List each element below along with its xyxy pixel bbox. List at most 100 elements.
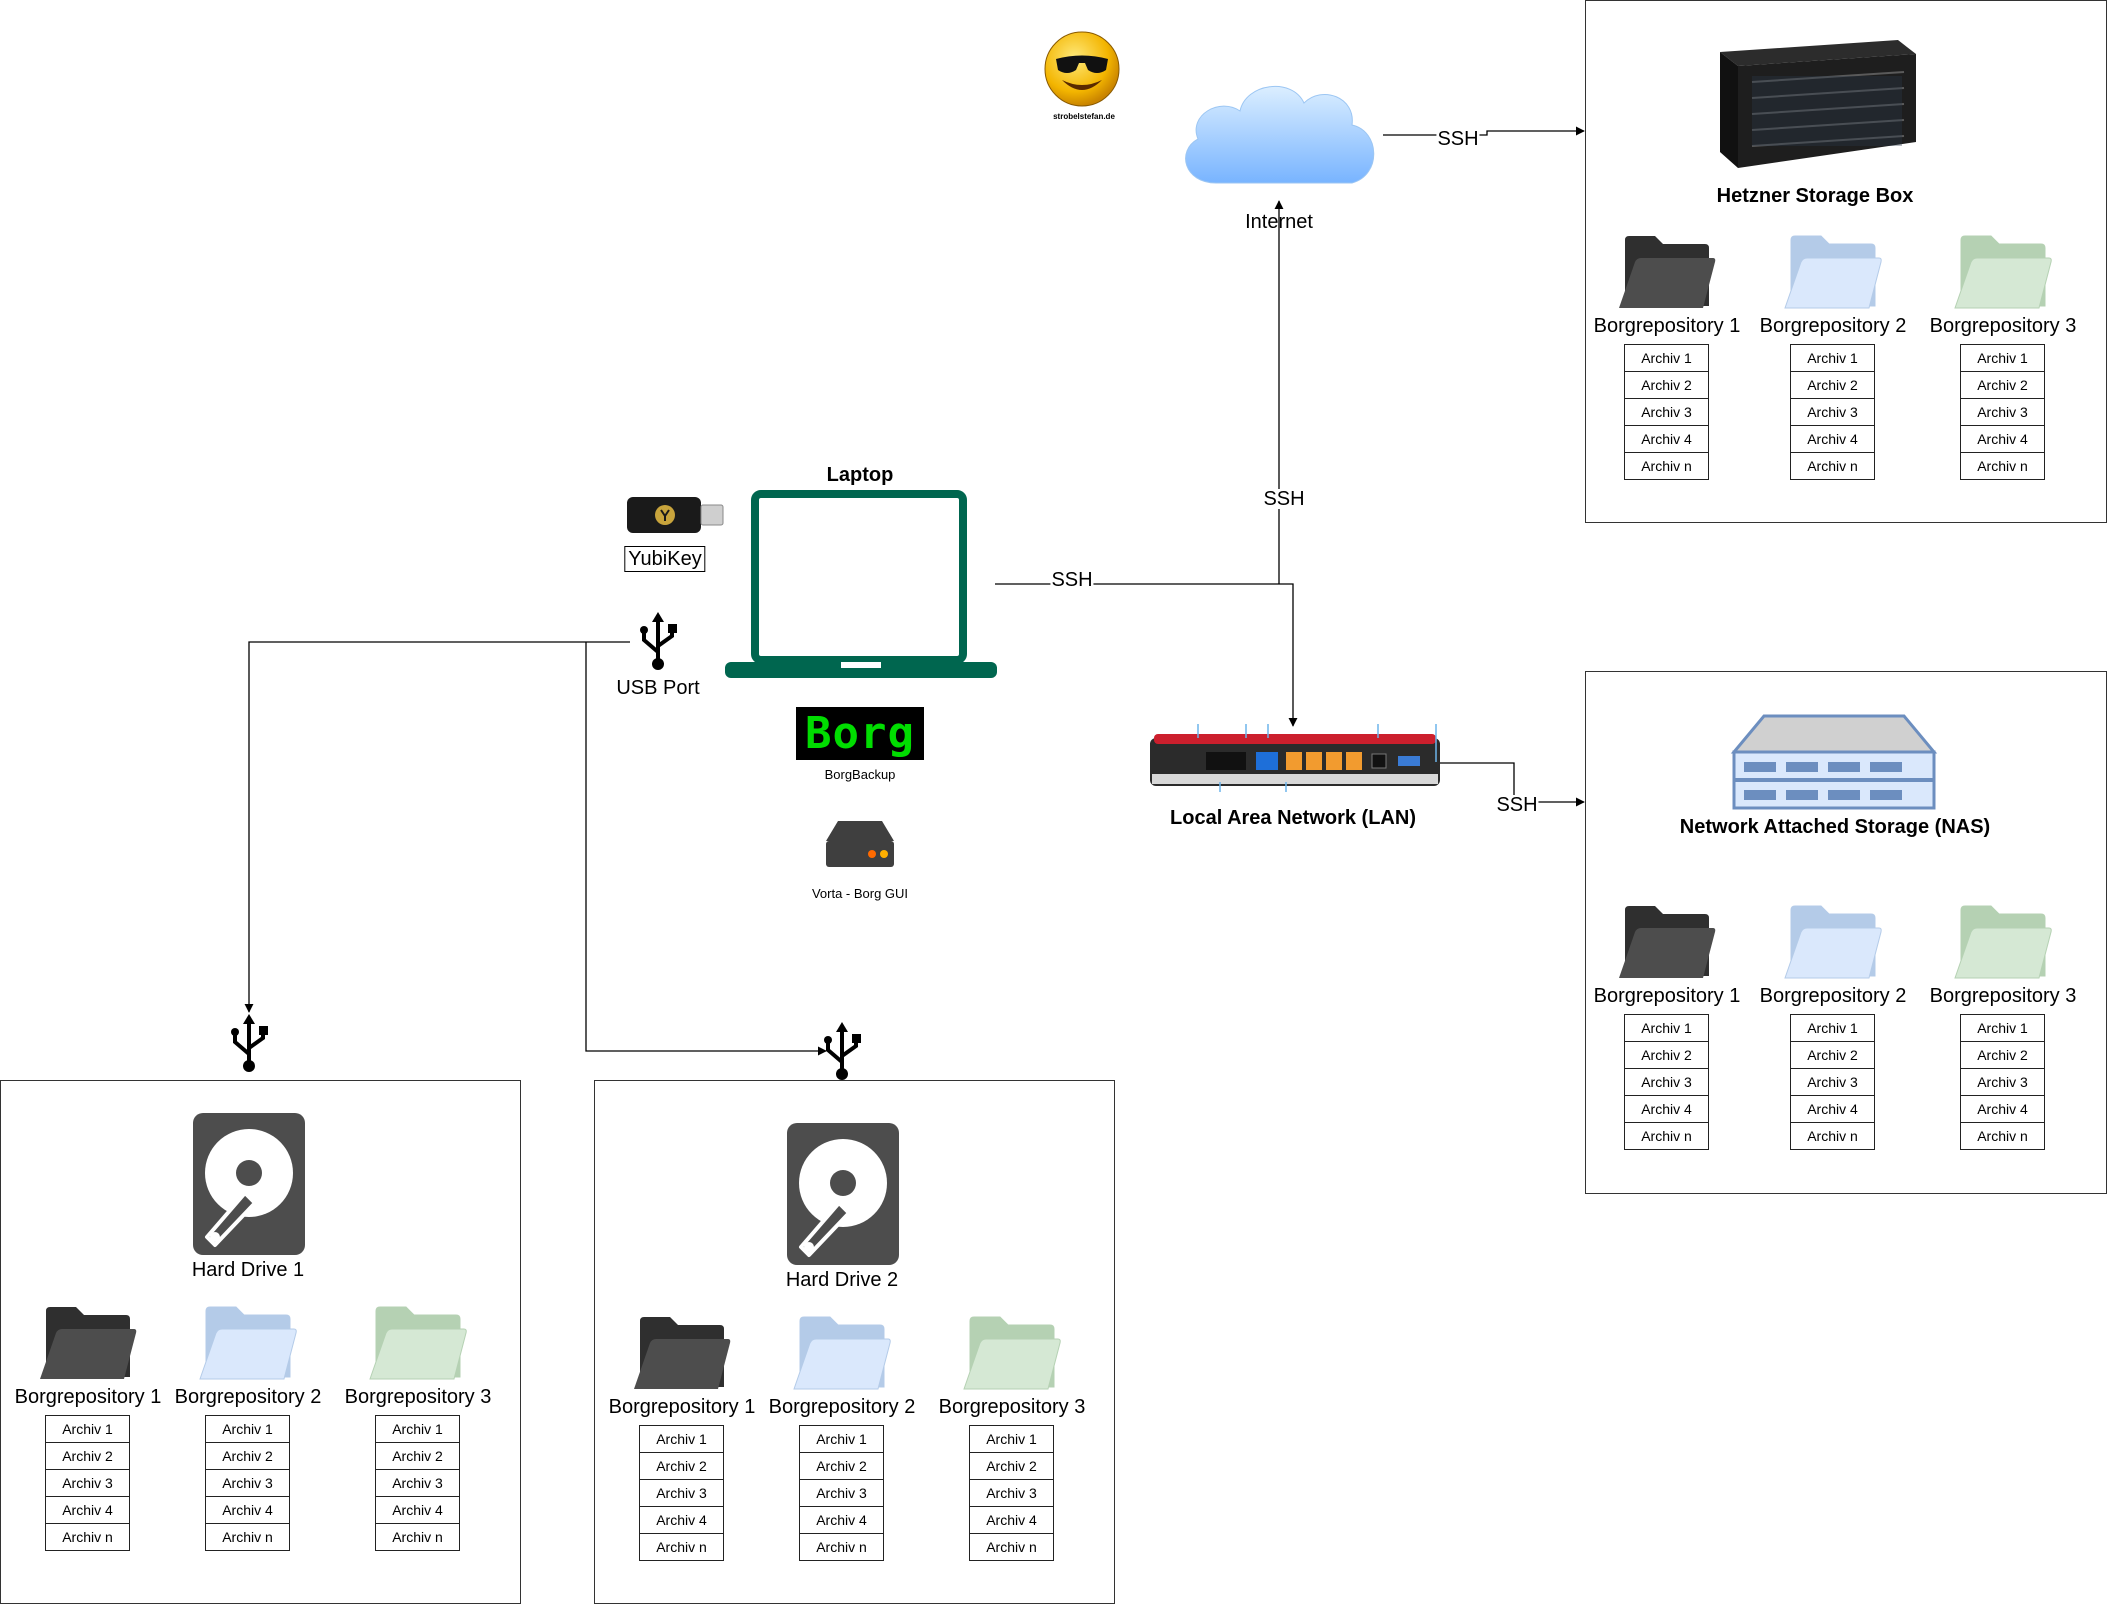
edge-label-lan-nas: SSH <box>1495 794 1539 816</box>
archive-row: Archiv 1 <box>1790 344 1875 372</box>
archive-entry: Archiv 2 <box>1624 1041 1709 1069</box>
archive-entry: Archiv n <box>1960 1122 2045 1150</box>
archive-entry: Archiv 2 <box>1960 371 2045 399</box>
folder-icon <box>199 1306 297 1380</box>
folder-icon <box>1954 905 2052 979</box>
archive-row: Archiv n <box>969 1533 1054 1561</box>
edge-laptop-lan <box>995 583 1298 727</box>
archive-entry: Archiv n <box>45 1523 130 1551</box>
archive-entry: Archiv 2 <box>1790 371 1875 399</box>
archive-row: Archiv 3 <box>1960 1068 2045 1096</box>
router-icon <box>1150 724 1440 792</box>
borgbackup-label: BorgBackup <box>824 767 896 782</box>
edge-label-laptop-lan: SSH <box>1050 569 1094 591</box>
lan-title: Local Area Network (LAN) <box>1170 807 1416 829</box>
archive-entry: Archiv 4 <box>639 1506 724 1534</box>
archive-entry: Archiv 4 <box>1790 425 1875 453</box>
folder-icon <box>634 1317 731 1389</box>
archive-entry: Archiv 1 <box>375 1415 460 1443</box>
archive-row: Archiv 3 <box>1790 1068 1875 1096</box>
hard-drive-2-label: Hard Drive 2 <box>785 1269 899 1291</box>
archive-row: Archiv 3 <box>1960 398 2045 426</box>
repository-label: Borgrepository 2 <box>768 1396 916 1418</box>
archive-entry: Archiv n <box>1790 1122 1875 1150</box>
archive-row: Archiv 1 <box>639 1425 724 1453</box>
repository-label: Borgrepository 1 <box>1593 985 1741 1007</box>
archive-entry: Archiv 4 <box>1960 425 2045 453</box>
archive-row: Archiv 2 <box>375 1442 460 1470</box>
archive-entry: Archiv 3 <box>799 1479 884 1507</box>
archive-entry: Archiv 4 <box>45 1496 130 1524</box>
archive-row: Archiv 3 <box>639 1479 724 1507</box>
edge-internet-hetzner <box>1383 126 1585 136</box>
hetzner-title: Hetzner Storage Box <box>1716 185 1914 207</box>
archive-row: Archiv 3 <box>205 1469 290 1497</box>
archive-row: Archiv 4 <box>45 1496 130 1524</box>
archive-row: Archiv 4 <box>1790 425 1875 453</box>
archive-row: Archiv n <box>799 1533 884 1561</box>
archive-entry: Archiv 2 <box>375 1442 460 1470</box>
brand-caption: strobelstefan.de <box>1053 112 1115 121</box>
archive-entry: Archiv 1 <box>1960 1014 2045 1042</box>
archive-entry: Archiv 3 <box>375 1469 460 1497</box>
archive-entry: Archiv n <box>1624 452 1709 480</box>
archive-row: Archiv n <box>205 1523 290 1551</box>
archive-row: Archiv 4 <box>639 1506 724 1534</box>
archive-row: Archiv n <box>1624 1122 1709 1150</box>
archive-row: Archiv 2 <box>1790 371 1875 399</box>
archive-row: Archiv 4 <box>1960 1095 2045 1123</box>
laptop-title: Laptop <box>826 464 894 486</box>
archive-row: Archiv 1 <box>375 1415 460 1443</box>
archive-entry: Archiv 4 <box>1624 425 1709 453</box>
archive-row: Archiv 3 <box>45 1469 130 1497</box>
repository-label: Borgrepository 2 <box>1759 315 1907 337</box>
archive-entry: Archiv 2 <box>1960 1041 2045 1069</box>
internet-label: Internet <box>1245 211 1313 233</box>
archive-entry: Archiv n <box>639 1533 724 1561</box>
usb-icon-hd2 <box>824 1022 861 1080</box>
archive-entry: Archiv 4 <box>799 1506 884 1534</box>
archive-row: Archiv 3 <box>969 1479 1054 1507</box>
archive-entry: Archiv 3 <box>639 1479 724 1507</box>
server-rack-icon <box>1720 40 1916 168</box>
repository-label: Borgrepository 3 <box>1929 985 2077 1007</box>
archive-row: Archiv 4 <box>969 1506 1054 1534</box>
archive-row: Archiv n <box>375 1523 460 1551</box>
archive-entry: Archiv n <box>205 1523 290 1551</box>
archive-entry: Archiv n <box>799 1533 884 1561</box>
archive-row: Archiv 1 <box>969 1425 1054 1453</box>
archive-row: Archiv 2 <box>1790 1041 1875 1069</box>
archive-row: Archiv 4 <box>205 1496 290 1524</box>
archive-entry: Archiv 4 <box>1624 1095 1709 1123</box>
archive-row: Archiv 4 <box>799 1506 884 1534</box>
archive-entry: Archiv 1 <box>1624 344 1709 372</box>
cloud-icon <box>1185 85 1375 184</box>
folder-icon <box>1954 235 2052 309</box>
folder-icon <box>793 1316 891 1390</box>
archive-row: Archiv 2 <box>1624 371 1709 399</box>
archive-row: Archiv 2 <box>205 1442 290 1470</box>
archive-entry: Archiv 4 <box>1790 1095 1875 1123</box>
edge-label-lan-internet: SSH <box>1262 488 1306 510</box>
hard-drive-icon-1 <box>193 1113 305 1255</box>
repository-label: Borgrepository 1 <box>1593 315 1741 337</box>
repository-label: Borgrepository 1 <box>14 1386 162 1408</box>
archive-row: Archiv 3 <box>1624 398 1709 426</box>
archive-entry: Archiv 2 <box>1624 371 1709 399</box>
archive-row: Archiv 4 <box>1624 425 1709 453</box>
repository-label: Borgrepository 1 <box>608 1396 756 1418</box>
archive-entry: Archiv n <box>1624 1122 1709 1150</box>
archive-row: Archiv n <box>1790 1122 1875 1150</box>
nas-icon <box>1730 714 1938 810</box>
archive-entry: Archiv 3 <box>1790 398 1875 426</box>
archive-entry: Archiv 1 <box>1790 1014 1875 1042</box>
archive-entry: Archiv 1 <box>45 1415 130 1443</box>
archive-row: Archiv 2 <box>45 1442 130 1470</box>
edge-usb-hd2 <box>585 642 827 1056</box>
